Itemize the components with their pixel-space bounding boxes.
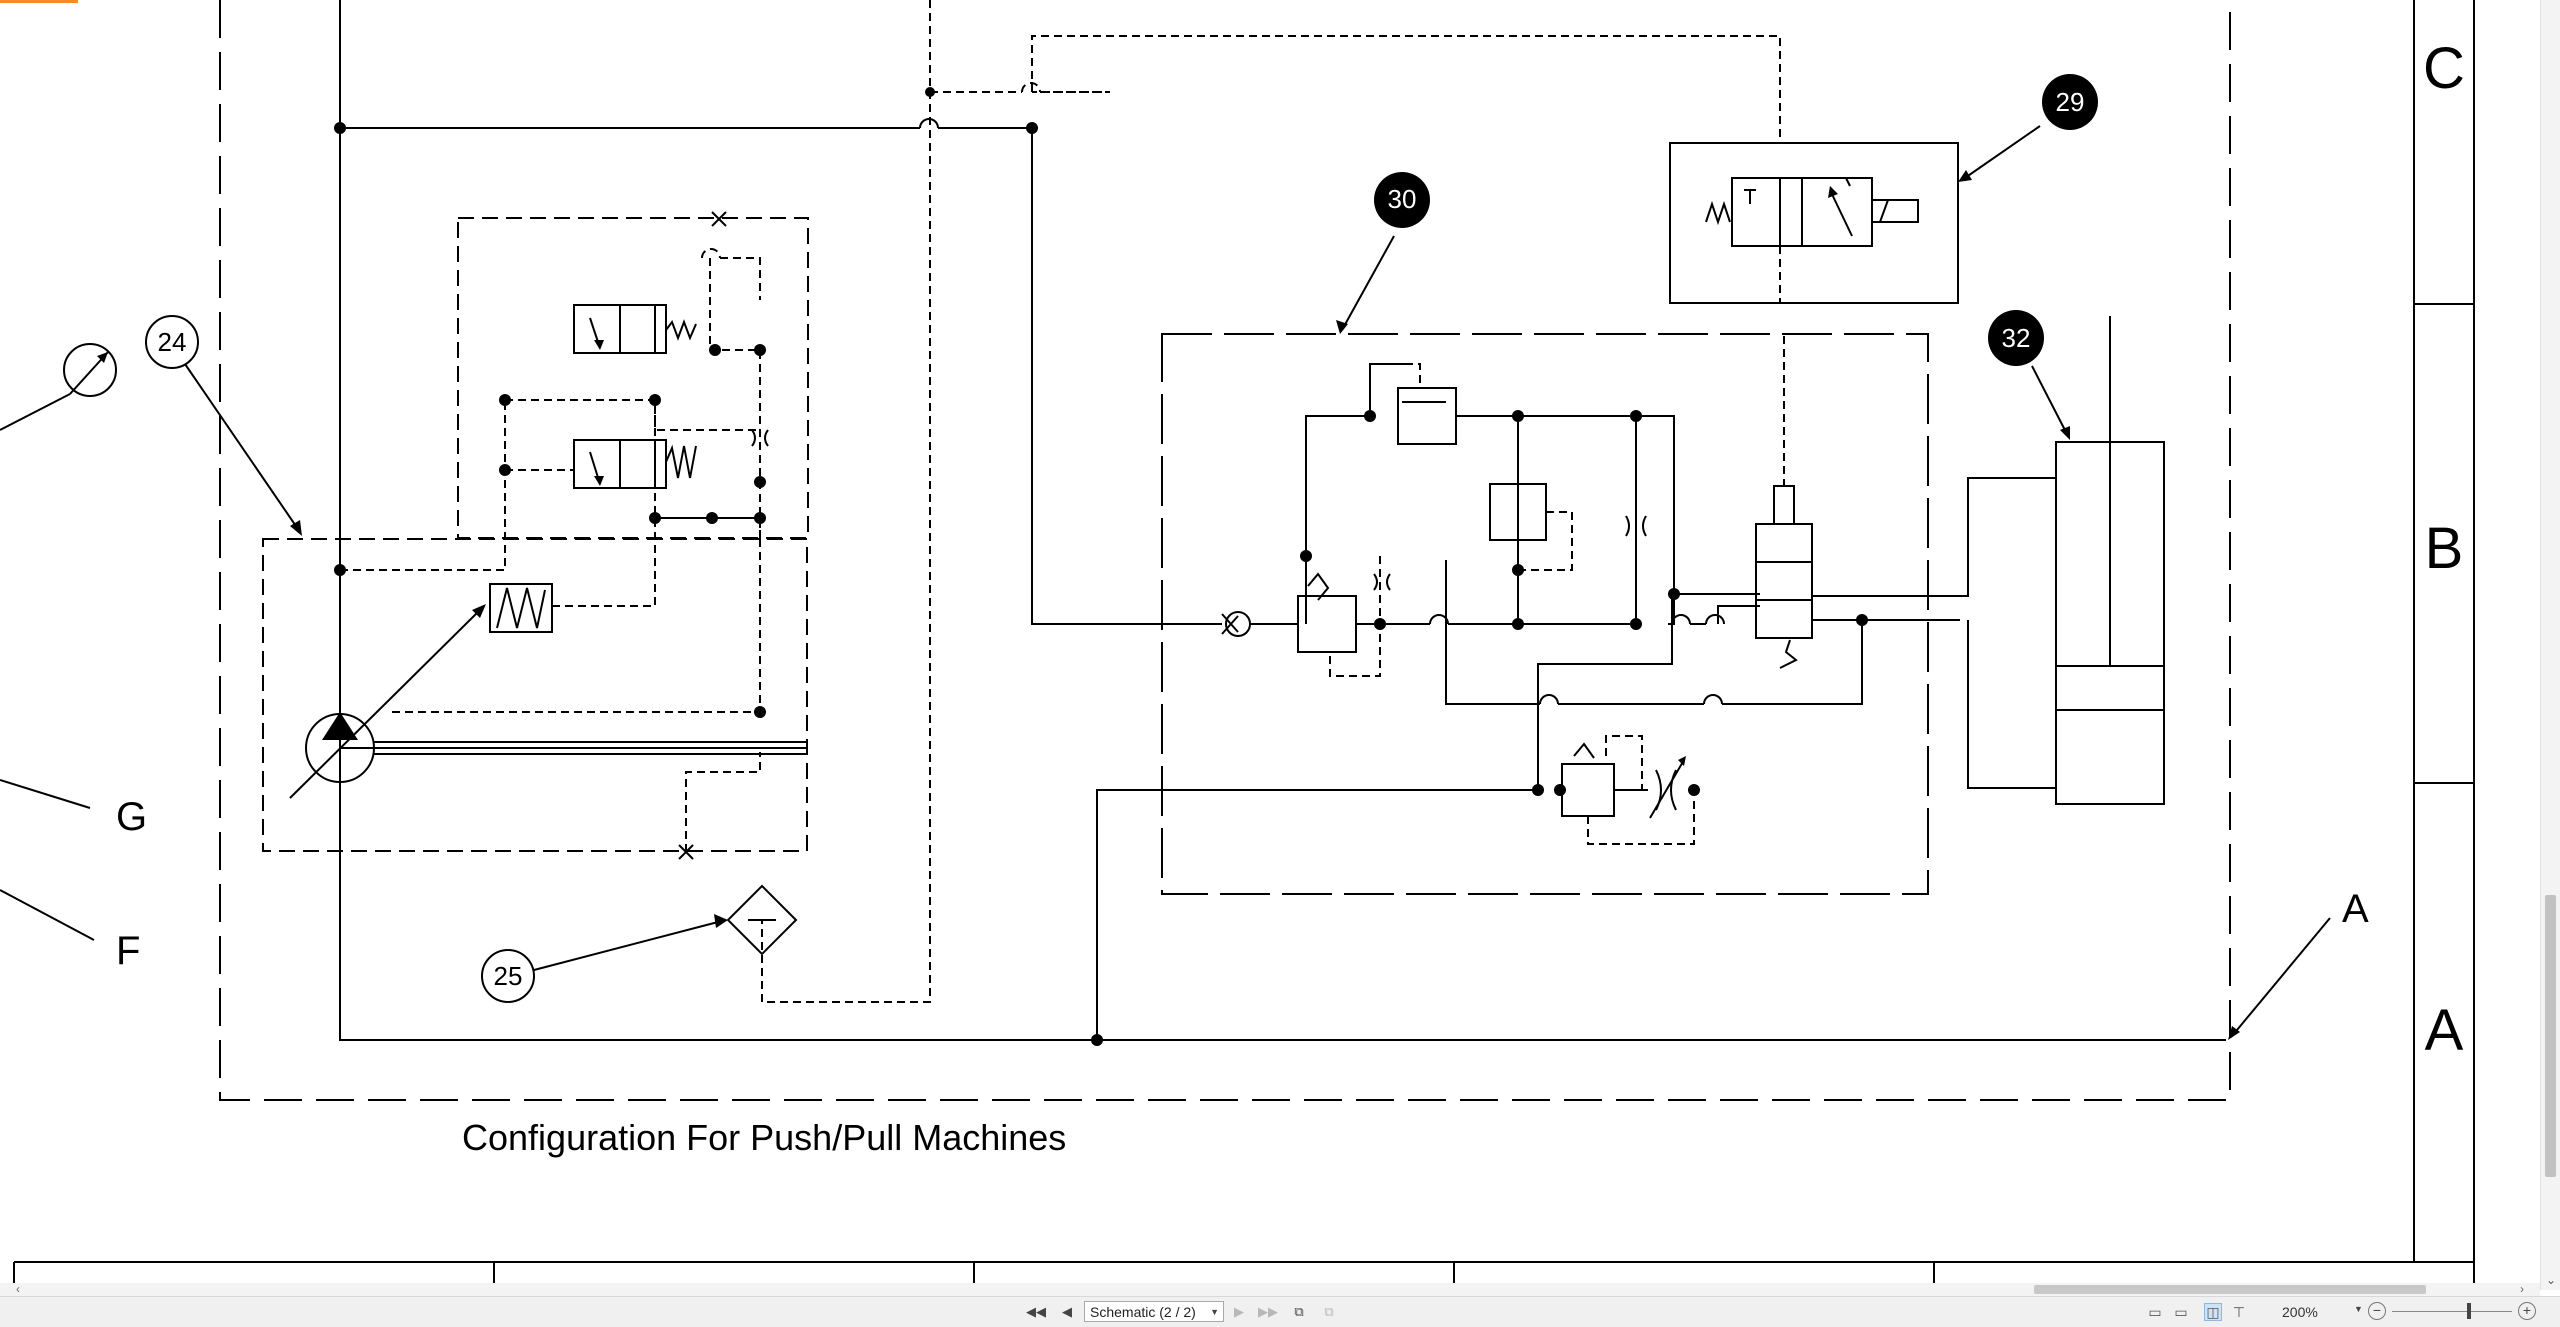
zoom-dropdown-icon[interactable]: ▼ bbox=[2354, 1304, 2363, 1314]
zone-label-c: C bbox=[2423, 36, 2465, 101]
scroll-right-icon[interactable]: › bbox=[2520, 1282, 2524, 1296]
prev-page-icon[interactable]: ◀ bbox=[1062, 1304, 1072, 1319]
zoom-slider-track[interactable] bbox=[2392, 1311, 2512, 1312]
horizontal-scroll-thumb[interactable] bbox=[2034, 1285, 2426, 1294]
copy-page-icon[interactable]: ⧉ bbox=[1294, 1304, 1304, 1319]
active-tab-indicator bbox=[0, 0, 78, 3]
zoom-in-icon[interactable]: + bbox=[2518, 1302, 2536, 1320]
single-page-view-icon[interactable]: ▭ bbox=[2148, 1304, 2162, 1320]
vertical-scrollbar[interactable]: ⌄ bbox=[2540, 0, 2560, 1290]
callout-24-label: 24 bbox=[158, 327, 187, 357]
page-select[interactable]: Schematic (2 / 2) ▼ bbox=[1084, 1301, 1224, 1322]
drawing-caption: Configuration For Push/Pull Machines bbox=[462, 1117, 1066, 1158]
scroll-left-icon[interactable]: ‹ bbox=[16, 1282, 20, 1296]
zoom-out-icon[interactable]: − bbox=[2368, 1302, 2386, 1320]
callout-32: 32 bbox=[1988, 310, 2044, 366]
callout-30: 30 bbox=[1374, 172, 1430, 228]
facing-view-icon[interactable]: ◫ bbox=[2204, 1303, 2222, 1321]
split-view-icon[interactable]: ⊤ bbox=[2232, 1304, 2246, 1320]
zoom-level[interactable]: 200% bbox=[2282, 1304, 2318, 1320]
vertical-scroll-thumb[interactable] bbox=[2545, 895, 2556, 1177]
last-page-icon[interactable]: ▶▶ bbox=[1258, 1304, 1278, 1319]
chevron-down-icon: ▼ bbox=[1210, 1307, 1219, 1317]
callout-32-label: 32 bbox=[2002, 323, 2031, 353]
paste-page-icon[interactable]: ⧉ bbox=[1324, 1304, 1334, 1319]
document-canvas: 30 29 32 24 25 G F A C B A Configuration… bbox=[0, 0, 2475, 1283]
continuous-view-icon[interactable]: ▭ bbox=[2174, 1304, 2188, 1320]
callout-29: 29 bbox=[2042, 74, 2098, 130]
scroll-down-icon[interactable]: ⌄ bbox=[2545, 1273, 2557, 1287]
hydraulic-schematic: 30 29 32 24 25 G F A C B A Configuration… bbox=[0, 0, 2475, 1283]
zone-label-b: B bbox=[2425, 516, 2464, 581]
callout-29-label: 29 bbox=[2056, 87, 2085, 117]
callout-25-label: 25 bbox=[494, 961, 523, 991]
horizontal-scrollbar[interactable]: ‹ › bbox=[0, 1283, 2540, 1296]
zoom-slider-handle[interactable] bbox=[2467, 1303, 2471, 1319]
port-label-f: F bbox=[116, 929, 140, 973]
port-label-a: A bbox=[2342, 887, 2369, 931]
first-page-icon[interactable]: ◀◀ bbox=[1026, 1304, 1046, 1319]
port-label-g: G bbox=[116, 795, 147, 839]
next-page-icon[interactable]: ▶ bbox=[1234, 1304, 1244, 1319]
zone-label-a: A bbox=[2425, 998, 2464, 1063]
status-bar: ◀◀ ◀ Schematic (2 / 2) ▼ ▶ ▶▶ ⧉ ⧉ ▭ ▭ ◫ … bbox=[0, 1296, 2560, 1327]
page-select-value: Schematic (2 / 2) bbox=[1090, 1304, 1196, 1320]
callout-30-label: 30 bbox=[1388, 184, 1417, 214]
